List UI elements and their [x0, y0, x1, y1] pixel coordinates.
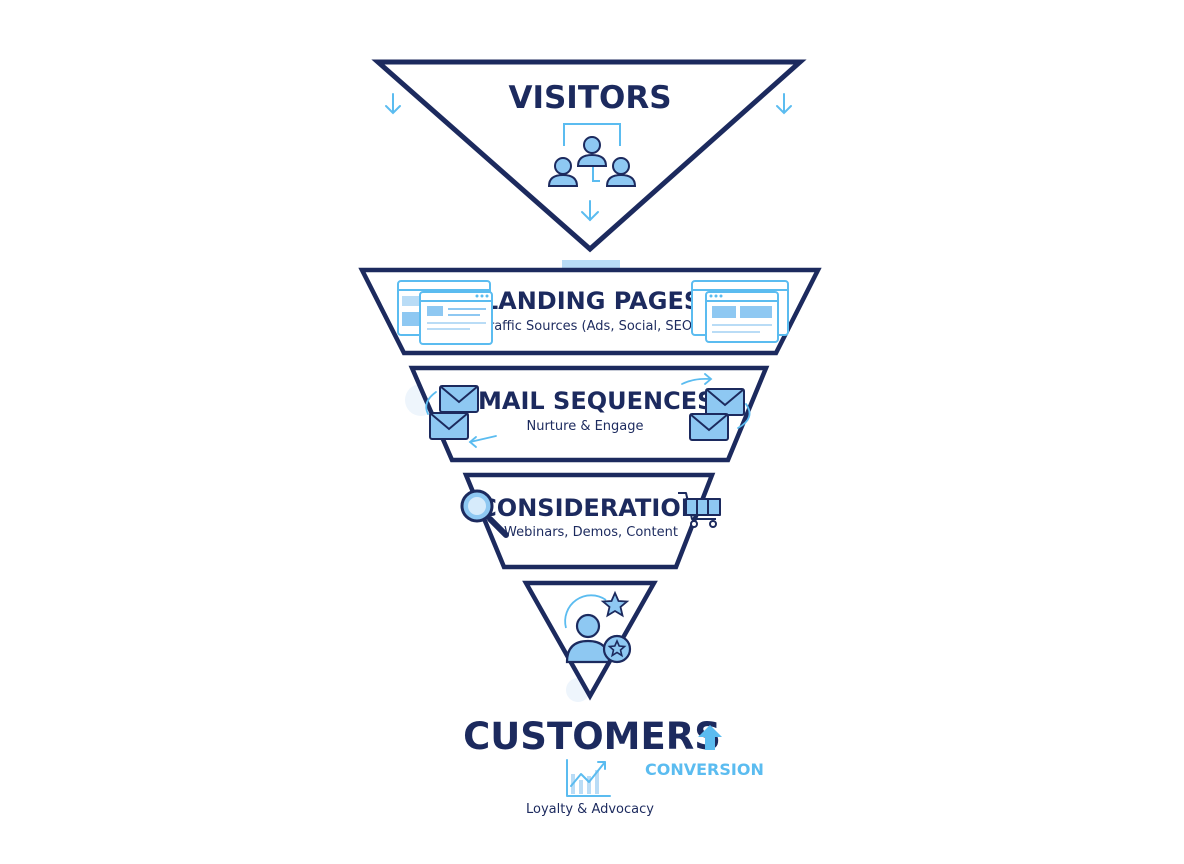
conversion-label: CONVERSION — [645, 760, 764, 779]
stage-landing-pages: LANDING PAGES Traffic Sources (Ads, Soci… — [358, 267, 822, 356]
stage-subtitle: Nurture & Engage — [526, 419, 643, 434]
stage-email-sequences: EMAIL SEQUENCES Nurture & Engage — [408, 365, 770, 463]
stage-title: LANDING PAGES — [483, 287, 701, 315]
growth-chart-icon — [566, 759, 611, 797]
funnel-stage-shape — [522, 580, 658, 701]
stage-title: CONSIDERATION — [479, 494, 701, 522]
shopping-cart-icon — [678, 492, 721, 528]
envelope-icon — [705, 388, 745, 416]
stage-consideration: CONSIDERATION Webinars, Demos, Content — [460, 472, 721, 570]
customers-caption: Loyalty & Advocacy — [526, 802, 654, 817]
stage-subtitle: Webinars, Demos, Content — [504, 525, 678, 540]
customers-title: CUSTOMERS — [463, 715, 721, 758]
stage-title: VISITORS — [508, 80, 671, 116]
magnifier-icon — [460, 489, 509, 538]
browser-window-icon — [691, 280, 789, 343]
envelope-icon — [439, 385, 479, 413]
stage-customers — [522, 580, 658, 701]
down-arrow-icon — [581, 200, 599, 222]
down-arrow-icon — [385, 93, 401, 115]
customer-star-icon — [564, 590, 632, 664]
envelope-icon — [689, 413, 729, 441]
envelope-icon — [429, 412, 469, 440]
cycle-arrow-icon — [681, 373, 751, 429]
stage-visitors: VISITORS — [371, 59, 807, 253]
funnel-stage-shape — [462, 472, 716, 570]
stage-connector — [562, 260, 620, 268]
cycle-arrow-icon — [425, 391, 497, 448]
stage-title: EMAIL SEQUENCES — [462, 387, 715, 415]
down-arrow-icon — [776, 93, 792, 115]
browser-window-icon — [397, 280, 493, 345]
users-icon — [547, 123, 637, 187]
up-arrow-icon — [698, 725, 722, 750]
stage-subtitle: Traffic Sources (Ads, Social, SEO) — [482, 319, 697, 334]
